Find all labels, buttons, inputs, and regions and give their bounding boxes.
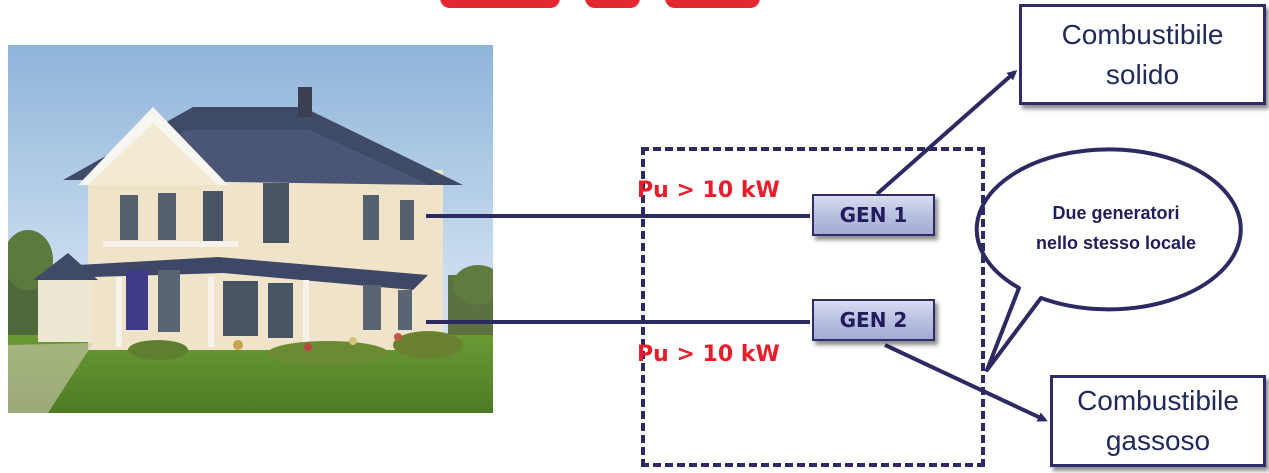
callout-line2: nello stesso locale (1035, 233, 1197, 253)
power-label-top: Pu > 10 kW (637, 178, 780, 203)
fuel-gas-line2: gassoso (1105, 425, 1211, 456)
fuel-solid-box: Combustibile solido (1019, 4, 1266, 105)
title-fragment (440, 0, 560, 8)
callout-text: Due generatori nello stesso locale (985, 198, 1247, 258)
title-fragment (665, 0, 760, 8)
house-illustration-icon (8, 45, 493, 413)
generator-2-box: GEN 2 (812, 299, 935, 341)
house-photo (8, 45, 493, 413)
arrow-gen1-solid (875, 70, 1018, 196)
boundary-dashed-box (641, 147, 985, 467)
fuel-gas-line1: Combustibile (1077, 385, 1239, 416)
generator-1-box: GEN 1 (812, 194, 935, 236)
callout-bubble (974, 147, 1243, 372)
fuel-gas-box: Combustibile gassoso (1050, 375, 1266, 467)
callout-line1: Due generatori (1052, 203, 1180, 223)
arrow-gen2-gas (884, 343, 1048, 422)
power-label-bottom: Pu > 10 kW (637, 342, 780, 367)
fuel-solid-line2: solido (1105, 58, 1180, 90)
fuel-solid-line1: Combustibile (1061, 18, 1224, 50)
title-fragment (585, 0, 640, 8)
